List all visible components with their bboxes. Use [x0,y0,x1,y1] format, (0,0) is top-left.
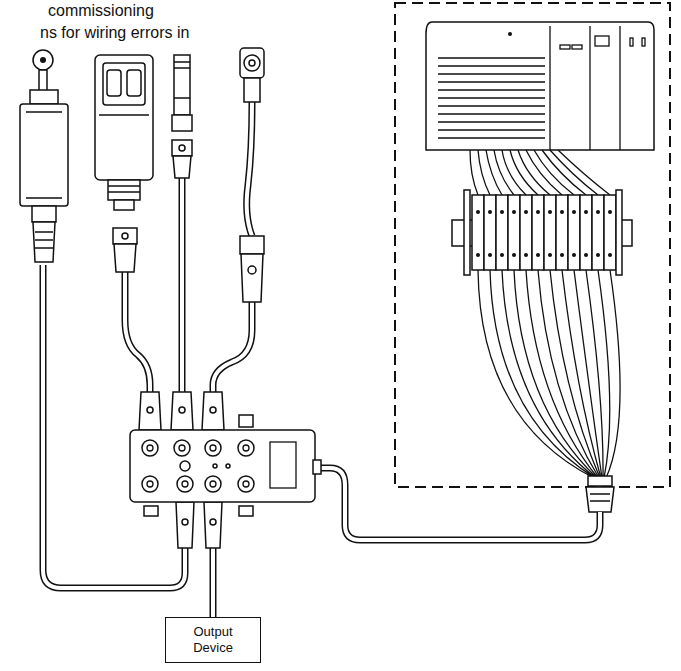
proximity-sensor [172,55,192,178]
cable-gland [586,476,614,512]
plc-controller [426,22,654,150]
field-wires [478,270,620,478]
diffuse-sensor [240,48,264,302]
note-text: ns for wiring errors in [38,24,191,42]
box-label: Output Device [175,624,251,655]
note-text: commissioning [46,2,156,20]
plc-wires [470,150,610,195]
distribution-box [130,430,321,502]
device-box: Output Device [165,617,261,663]
sensor-cable [213,302,252,392]
output-device-cable [211,548,215,617]
prox-sensor-cable [180,178,184,392]
limit-switch [20,50,68,262]
sensor-pigtail [247,102,252,236]
enclosure-outline [395,3,670,487]
limit-switch-cable [43,265,185,588]
home-run-cable [318,468,600,540]
photoelectric-sensor [95,55,153,272]
photo-sensor-cable [125,272,150,392]
terminal-blocks [452,190,632,275]
